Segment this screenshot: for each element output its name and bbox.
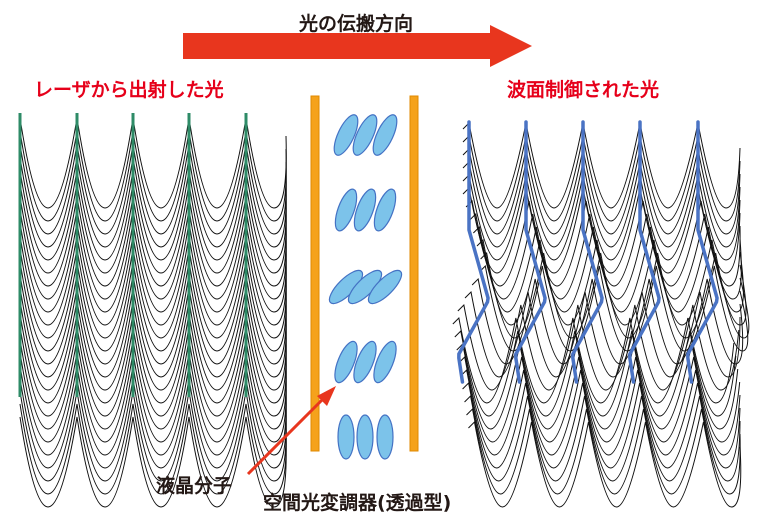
blue-line — [571, 120, 604, 384]
wavefront-curve — [19, 351, 287, 443]
wavefront-curve — [458, 355, 741, 443]
wavefront-curve — [19, 156, 287, 248]
blue-line — [686, 120, 719, 384]
lc-molecule — [367, 269, 403, 305]
wavefront-curve — [19, 169, 287, 261]
slm-label: 空間光変調器(透過型) — [263, 491, 451, 514]
wavefront-curve — [462, 160, 741, 248]
wavefront-curve — [462, 147, 741, 235]
wavefront-curve — [462, 134, 741, 222]
wavefront-curve — [19, 338, 287, 430]
wavefront-curve — [19, 325, 287, 417]
wavefront-curve — [452, 316, 735, 404]
wavefront-curve — [19, 312, 287, 404]
controlled-light-label: 波面制御された光 — [507, 78, 659, 101]
wavefront-curve — [19, 182, 287, 274]
laser-light-label: レーザから出射した光 — [34, 78, 224, 101]
lc-molecule-label: 液晶分子 — [156, 474, 232, 497]
wavefront-curve — [19, 130, 287, 222]
blue-line — [628, 120, 661, 384]
wavefront-curve — [456, 342, 739, 430]
wavefront-curve — [19, 299, 287, 391]
slm-left-plate — [310, 95, 320, 452]
liquid-crystal-molecules — [328, 114, 403, 460]
propagation-label: 光の伝搬方向 — [298, 12, 413, 35]
wavefront-curve — [462, 381, 741, 469]
lc-molecule — [353, 188, 377, 232]
slm-right-plate — [409, 95, 419, 452]
wavefront-curve — [462, 173, 741, 261]
lc-molecule — [373, 340, 397, 384]
wavefront-curve — [19, 260, 287, 352]
lc-molecule — [334, 340, 358, 384]
plane-wavefronts — [19, 117, 287, 508]
lc-molecule — [353, 340, 377, 384]
wavefront-curve — [19, 247, 287, 339]
lc-molecule — [352, 114, 378, 156]
wavefront-curve — [19, 143, 287, 235]
wavefront-curve — [19, 234, 287, 326]
blue-phase-lines — [457, 120, 719, 384]
lc-molecule — [376, 414, 394, 460]
lc-molecule — [333, 114, 359, 156]
lc-molecule — [334, 188, 358, 232]
wavefront-curve — [19, 416, 287, 508]
lc-molecule — [337, 414, 355, 460]
wavefront-curve — [19, 117, 287, 209]
wavefront-curve — [19, 390, 287, 482]
blue-line — [457, 120, 490, 384]
wavefront-curve — [460, 368, 741, 456]
wavefront-curve — [464, 394, 741, 482]
wavefront-curve — [19, 273, 287, 365]
propagation-arrow — [183, 25, 532, 67]
wavefront-curve — [468, 420, 742, 508]
controlled-wavefronts — [452, 121, 750, 508]
wavefront-curve — [19, 195, 287, 287]
green-phase-lines — [18, 113, 248, 397]
wavefront-curve — [19, 403, 287, 495]
pointer-arrow-head — [317, 386, 336, 406]
wavefront-curve — [19, 364, 287, 456]
lc-molecule — [372, 114, 398, 156]
lc-molecule — [356, 414, 374, 460]
wavefront-curve — [454, 329, 737, 417]
wavefront-curve — [19, 221, 287, 313]
wavefront-curve — [462, 121, 741, 209]
pointer-arrow-line — [246, 396, 326, 476]
lc-molecule — [373, 188, 397, 232]
blue-line — [514, 120, 547, 384]
wavefront-curve — [19, 286, 287, 378]
wavefront-curve — [466, 407, 741, 495]
wavefront-curve — [19, 377, 287, 469]
wavefront-curve — [19, 208, 287, 300]
